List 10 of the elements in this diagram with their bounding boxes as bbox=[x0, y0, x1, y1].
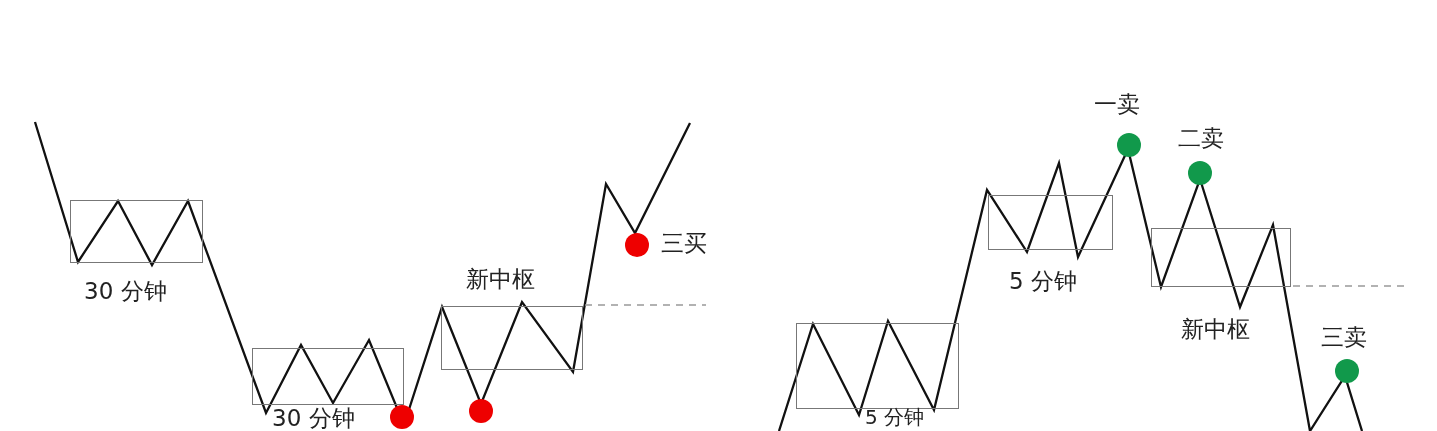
signal-label: 一卖 bbox=[1094, 93, 1140, 116]
box-label: 30 分钟 bbox=[272, 407, 355, 430]
box-label: 新中枢 bbox=[466, 268, 535, 291]
box-label: 5 分钟 bbox=[865, 407, 925, 427]
signal-label: 二卖 bbox=[1178, 127, 1224, 150]
box-label: 新中枢 bbox=[1181, 318, 1250, 341]
box-label: 5 分钟 bbox=[1009, 270, 1077, 293]
signal-label: 三买 bbox=[661, 232, 707, 255]
signal-label: 三卖 bbox=[1321, 326, 1367, 349]
box-label: 30 分钟 bbox=[84, 280, 167, 303]
